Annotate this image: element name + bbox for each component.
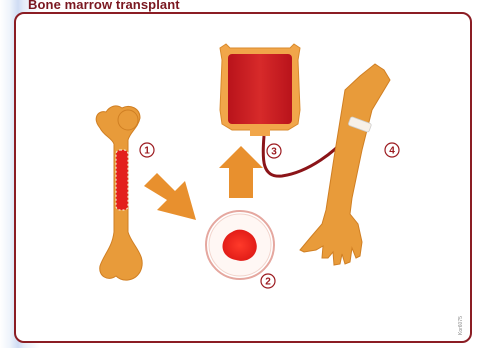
step-label-1: 1 [140,143,154,157]
svg-text:1: 1 [144,146,150,157]
svg-text:3: 3 [271,147,277,158]
arrow-to-marrow [144,173,196,220]
step-label-3: 3 [267,144,281,158]
svg-text:2: 2 [265,277,271,288]
arrow-to-bag [219,146,263,198]
step-label-4: 4 [385,143,399,157]
image-credit: Kor6075 [458,316,464,335]
femur-bone [96,106,142,280]
step-label-2: 2 [261,274,275,288]
marrow-sample [206,211,274,279]
blood-bag [220,44,300,136]
svg-text:4: 4 [389,146,395,157]
